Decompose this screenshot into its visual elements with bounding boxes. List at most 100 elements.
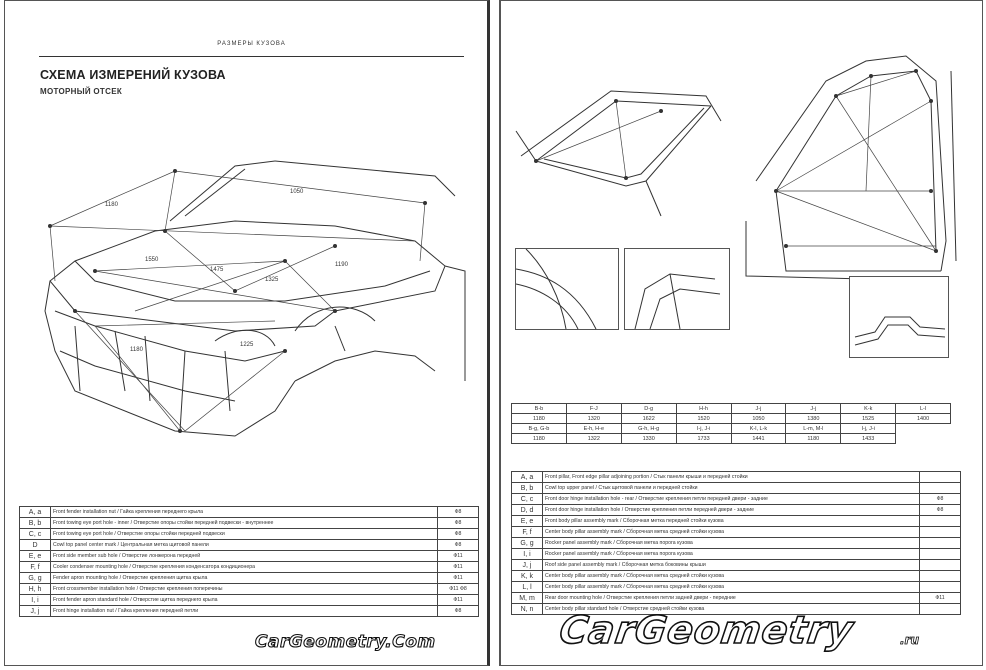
legend-code: C, c (511, 493, 543, 505)
watermark-tld: .ru (900, 633, 920, 648)
measurement-cell: J-j (785, 403, 842, 414)
measurement-cell: L-m, M-l (785, 423, 842, 434)
measurement-cell: B-b (511, 403, 567, 414)
door-opening-diagram (745, 55, 957, 282)
legend-description: Center body pillar standard hole / Отвер… (542, 603, 920, 615)
legend-description: Cowl top upper panel / Стык щитовой пане… (542, 482, 920, 494)
measurement-cell: 1330 (620, 433, 677, 444)
detail-view-1 (515, 248, 619, 330)
left-page: РАЗМЕРЫ КУЗОВА СХЕМА ИЗМЕРЕНИЙ КУЗОВА МО… (4, 0, 490, 666)
legend-description: Center body pillar assembly mark / Сборо… (542, 570, 920, 582)
page-title: СХЕМА ИЗМЕРЕНИЙ КУЗОВА (40, 68, 226, 82)
legend-code: J, j (511, 559, 543, 571)
dim-label: 1475 (210, 267, 224, 273)
legend-code: B, b (511, 482, 543, 494)
legend-value: Ф8 (919, 504, 961, 516)
legend-value: Ф8 (437, 517, 479, 529)
measurement-cell: J-j (730, 403, 787, 414)
legend-value (919, 581, 961, 593)
legend-description: Rocker panel assembly mark / Сборочная м… (542, 537, 920, 549)
legend-code: J, j (19, 605, 51, 617)
legend-description: Front fender apron standard hole / Отвер… (50, 594, 438, 606)
engine-bay-diagram: 1180 1050 1550 1325 1475 1190 1180 1225 (44, 160, 466, 437)
legend-description: Rear door mounting hole / Отверстие креп… (542, 592, 920, 604)
measurement-cell: 1433 (840, 433, 897, 444)
legend-code: I, i (19, 594, 51, 606)
measurement-cell: 1525 (840, 413, 897, 424)
dim-label: 1180 (130, 347, 144, 353)
legend-code: E, e (19, 550, 51, 562)
legend-value: Ф11 Ф8 (437, 583, 479, 595)
dim-label: 1050 (290, 189, 304, 195)
legend-value (919, 570, 961, 582)
legend-code: G, g (511, 537, 543, 549)
legend-value: Ф11 (919, 592, 961, 604)
measurement-cell: K-l, L-k (730, 423, 787, 434)
legend-code: G, g (19, 572, 51, 584)
measurement-cell: D-g (620, 403, 677, 414)
watermark-large: CarGeometry (556, 607, 857, 653)
legend-code: D, d (511, 504, 543, 516)
measurement-cell: 1180 (785, 433, 842, 444)
dim-label: 1325 (265, 277, 279, 283)
legend-description: Center body pillar assembly mark / Сборо… (542, 581, 920, 593)
measurement-cell: K-k (840, 403, 897, 414)
dim-label: 1225 (240, 342, 254, 348)
measurement-cell: 1180 (511, 433, 567, 444)
measurement-cell: 1733 (675, 433, 732, 444)
measurement-cell: 1622 (620, 413, 677, 424)
legend-description: Front side member sub hole / Отверстие л… (50, 550, 438, 562)
legend-code: H, h (19, 583, 51, 595)
measurement-cell: F-J (565, 403, 622, 414)
legend-value: Ф8 (437, 506, 479, 518)
legend-description: Cooler condenser mounting hole / Отверст… (50, 561, 438, 573)
legend-value: Ф11 (437, 550, 479, 562)
detail-view-2 (624, 248, 730, 330)
measurement-cell: 1322 (565, 433, 622, 444)
legend-code: N, n (511, 603, 543, 615)
legend-description: Front pillar, Front edge pillar adjoinin… (542, 471, 920, 483)
legend-value (919, 482, 961, 494)
legend-value: Ф8 (437, 605, 479, 617)
legend-value (919, 559, 961, 571)
measurement-cell: H-h (675, 403, 732, 414)
legend-code: M, m (511, 592, 543, 604)
measurement-cell: E-h, H-e (565, 423, 622, 434)
legend-description: Front crossmember installation hole / От… (50, 583, 438, 595)
watermark-small: CarGeometry.Com (254, 631, 436, 652)
legend-value (919, 515, 961, 527)
measurement-cell: 1320 (565, 413, 622, 424)
legend-description: Front door hinge installation hole - rea… (542, 493, 920, 505)
legend-value (919, 471, 961, 483)
measurement-cell: 1520 (675, 413, 732, 424)
measurement-cell: 1400 (895, 413, 951, 424)
legend-value: Ф11 (437, 572, 479, 584)
legend-description: Front towing eye port hole / Отверстие о… (50, 528, 438, 540)
legend-description: Front door hinge installation hole / Отв… (542, 504, 920, 516)
measurement-cell: L-l (895, 403, 951, 414)
legend-description: Fender apron mounting hole / Отверстие к… (50, 572, 438, 584)
legend-description: Roof side panel assembly mark / Сборочна… (542, 559, 920, 571)
running-head: РАЗМЕРЫ КУЗОВА (39, 41, 464, 57)
measurement-cell: 1050 (730, 413, 787, 424)
dim-label: 1550 (145, 257, 159, 263)
